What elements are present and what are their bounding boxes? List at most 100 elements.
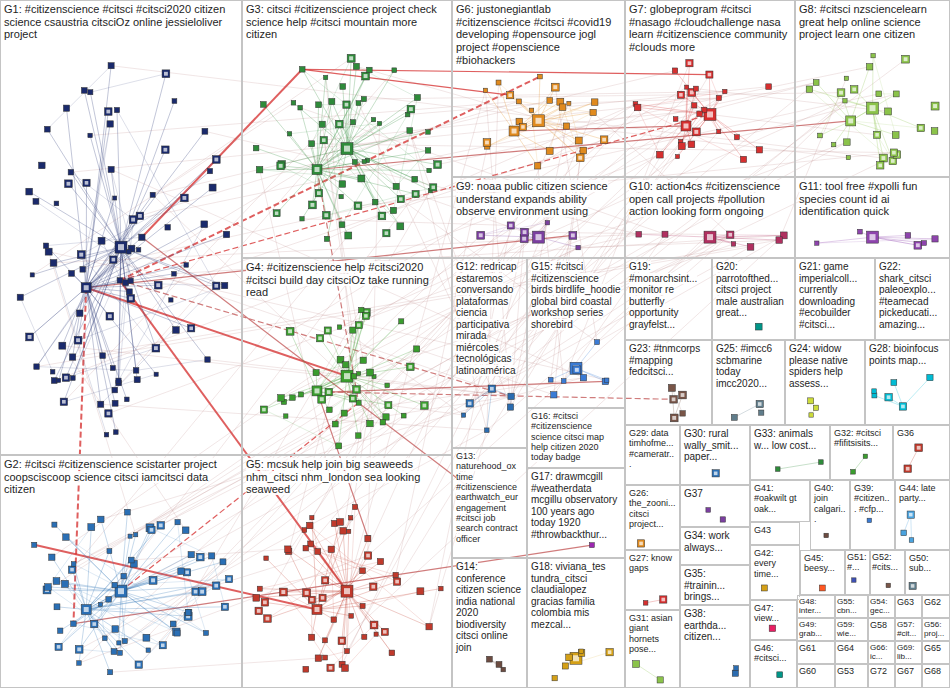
group-box: G12: redricap estaremos conversando plat… (452, 258, 527, 448)
group-box: G55: cbn... (835, 595, 868, 618)
group-box: G18: viviana_tes tundra_citsci claudialo… (527, 558, 625, 688)
group-box: G48: inter... (797, 595, 835, 618)
group-box: G63 (895, 595, 922, 618)
group-box: G25: #imcc6 scbmarine today imcc2020... (712, 340, 785, 425)
group-box: G65 (922, 641, 950, 664)
group-box: G26: the_zooni... citsci project... (625, 485, 680, 550)
group-box: G7: globeprogram #citsci #nasago #cloudc… (625, 0, 795, 177)
group-box: G27: know gaps (625, 550, 680, 610)
group-label: G22: shark_citsci paleoexplo... #teameca… (879, 261, 937, 330)
group-label: G3: citsci #citizenscience project check… (246, 3, 437, 40)
group-label: G29: data timhofme... #cameratr... (629, 428, 674, 469)
group-label: G63 (897, 597, 914, 607)
group-label: G35: #trainin... brings... (684, 568, 725, 602)
group-label: G25: #imcc6 scbmarine today imcc2020... (716, 343, 772, 389)
group-label: G23: #tnmcorps #mapping fedcitsci... (629, 343, 700, 377)
group-label: G2: #citsci #citizenscience scistarter p… (4, 458, 217, 495)
group-label: G28: bioinfocus points map... (869, 343, 939, 366)
group-label: G12: redricap estaremos conversando plat… (456, 261, 517, 376)
group-box: G72 (868, 664, 895, 688)
group-label: G62 (924, 597, 941, 607)
group-box: G40: join calgari... (810, 480, 850, 550)
group-label: G41: #oakwilt gt oak... (754, 483, 797, 514)
group-label: G52: #cits... (872, 552, 898, 572)
group-box: G69: lib... (895, 641, 922, 664)
group-box: G57: #cit... (895, 618, 922, 641)
group-box: G9: noaa public citizen science understa… (452, 177, 625, 258)
group-box: G54: gec... (868, 595, 895, 618)
group-box: G4: #citizenscience help #citsci2020 #ci… (242, 258, 452, 455)
group-label: G15: #citsci #citizenscience birds birdl… (531, 261, 621, 330)
group-box: G33: animals w... low cost... (750, 425, 830, 480)
group-box: G8: #citsci nzsciencelearn great help on… (795, 0, 950, 177)
group-box: G19: #monarchsint... monitor re butterfl… (625, 258, 712, 340)
group-label: G54: gec... (870, 597, 890, 615)
group-box: G46: #citsci... (750, 640, 797, 688)
group-label: G68 (924, 666, 941, 676)
group-box: G34: work always... (680, 527, 750, 565)
group-label: G5: mcsuk help join big seaweeds nhm_cit… (246, 458, 420, 495)
group-box: G67 (895, 664, 922, 688)
group-label: G37 (684, 488, 703, 499)
group-label: G39: #citizen... #cfp... (854, 483, 890, 514)
group-box: G13: naturehood_ox time #citizenscience … (452, 448, 527, 558)
group-box: G68 (922, 664, 950, 688)
group-label: G64 (837, 643, 854, 653)
group-box: G16: #citsci #citizenscience science cit… (527, 408, 625, 468)
group-label: G9: noaa public citizen science understa… (456, 180, 608, 217)
group-label: G20: parrotofthed... citsci project male… (716, 261, 784, 318)
group-label: G8: #citsci nzsciencelearn great help on… (799, 3, 927, 40)
group-box: G22: shark_citsci paleoexplo... #teameca… (875, 258, 950, 340)
group-box: G37 (680, 485, 750, 527)
group-box: G14: conference citizen science india na… (452, 558, 527, 688)
group-label: G45: beesy... (804, 553, 835, 573)
group-box: G3: citsci #citizenscience project check… (242, 0, 452, 258)
group-box: G11: tool free #xpolli fun species count… (795, 177, 950, 258)
group-box: G38: earthda... citizen... (680, 605, 750, 688)
group-box: G43 (750, 522, 800, 545)
group-label: G65 (924, 643, 941, 653)
group-label: G50: sub... (909, 553, 931, 573)
group-box: G23: #tnmcorps #mapping fedcitsci... (625, 340, 712, 425)
group-box: G61 (797, 641, 835, 664)
group-box: G6: justonegiantlab #citizenscience #cit… (452, 0, 625, 177)
group-box: G62 (922, 595, 950, 618)
group-label: G66: ic... (870, 643, 888, 661)
group-label: G55: cbn... (837, 597, 857, 615)
group-label: G53 (837, 666, 854, 676)
group-label: G60 (799, 666, 816, 676)
group-label: G44: late party... (899, 483, 936, 503)
group-box: G31: asian giant hornets pose... (625, 610, 680, 688)
group-label: G14: conference citizen science india na… (456, 561, 521, 653)
group-label: G58 (870, 620, 887, 630)
group-label: G16: #citsci #citizenscience science cit… (531, 411, 604, 462)
group-box: G49: grab... (797, 618, 835, 641)
intra-group-edges (20, 56, 935, 680)
group-box: G32: #citsci #fifitsisits... (830, 425, 893, 480)
group-box: G52: #cits... (870, 550, 905, 595)
group-box: G10: action4cs #citizenscience open call… (625, 177, 795, 258)
group-label: G51: #... (847, 552, 867, 572)
group-box: G60 (797, 664, 835, 688)
group-label: G47: view... (754, 603, 779, 623)
group-box: G21: game imperialcoll... currently down… (795, 258, 875, 340)
group-box: G50: sub... (905, 550, 950, 595)
group-box: G5: mcsuk help join big seaweeds nhm_cit… (242, 455, 452, 688)
group-box: G53 (835, 664, 868, 688)
group-box: G15: #citsci #citizenscience birds birdl… (527, 258, 625, 408)
group-label: G49: grab... (799, 620, 822, 638)
group-label: G67 (897, 666, 914, 676)
group-label: G27: know gaps (629, 553, 672, 573)
group-box: G64 (835, 641, 868, 664)
group-box: G58 (868, 618, 895, 641)
group-box: G2: #citsci #citizenscience scistarter p… (0, 455, 242, 688)
group-label: G24: widow please native spiders help as… (789, 343, 848, 389)
group-box: G35: #trainin... brings... (680, 565, 750, 605)
group-box: G59: wie... (835, 618, 868, 641)
group-label: G6: justonegiantlab #citizenscience #cit… (456, 3, 611, 66)
group-label: G7: globeprogram #citsci #nasago #cloudc… (629, 3, 787, 53)
group-box: G36 (893, 425, 950, 480)
group-box: G51: #... (845, 550, 870, 595)
group-box: G24: widow please native spiders help as… (785, 340, 865, 425)
group-label: G40: join calgari... (814, 483, 846, 524)
